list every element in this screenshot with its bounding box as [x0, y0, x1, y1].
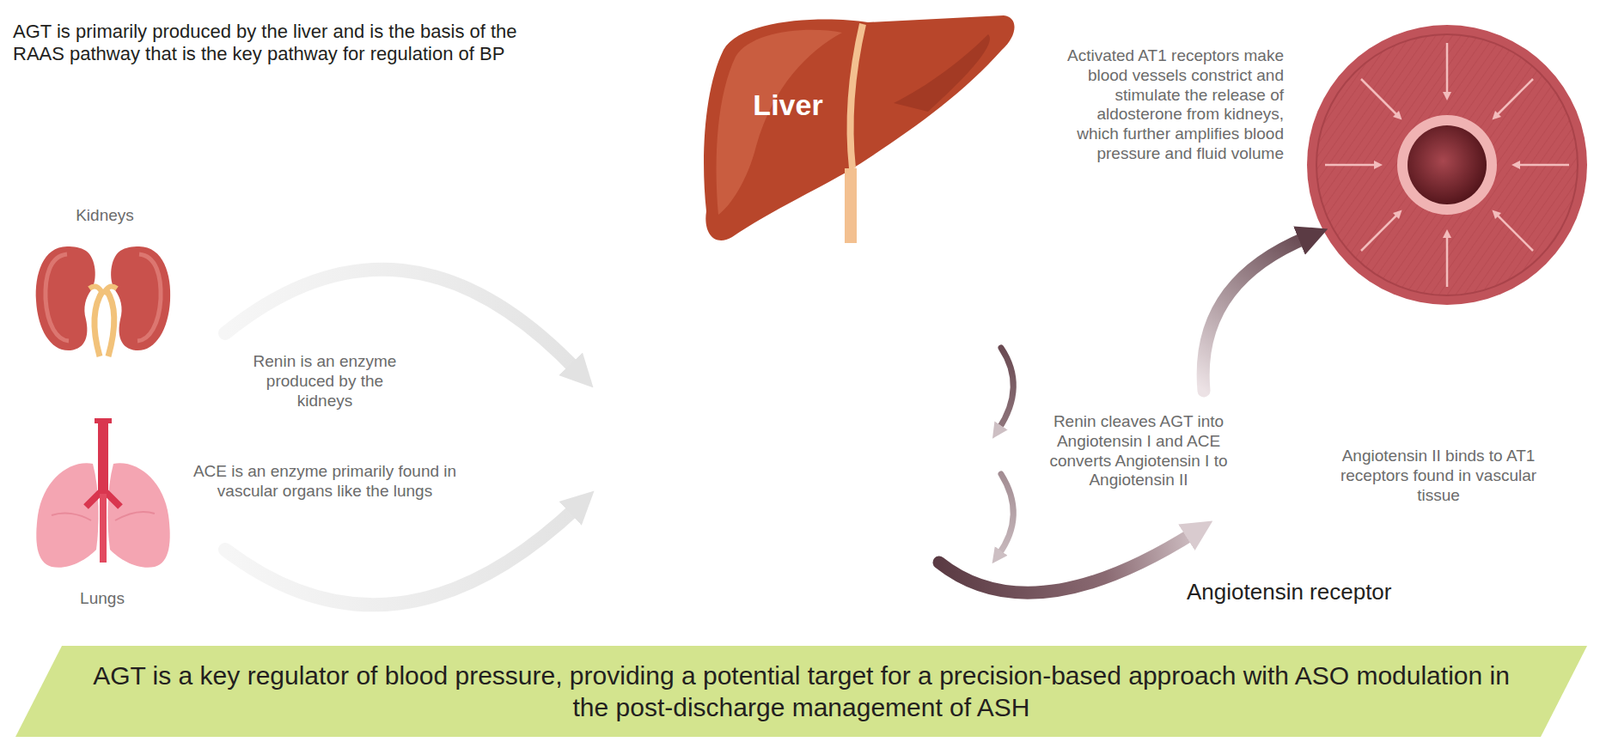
pathway-arrows [939, 237, 1308, 593]
lungs-icon-part [94, 418, 112, 424]
organ-name: Lungs [50, 589, 154, 610]
kidneys-icon-part [106, 290, 115, 357]
kidneys-icon-part [94, 290, 104, 357]
liver-icon-part [893, 34, 990, 112]
kidneys-icon-part [110, 246, 171, 351]
band-shape [15, 646, 1588, 738]
enzyme-note-text: ACE is an enzyme primarily found in vasc… [187, 462, 463, 502]
kidneys-icon-part [103, 287, 117, 294]
vessel-icon-part-part [1515, 164, 1570, 167]
pathway-arrows-part [1203, 237, 1308, 391]
receptor-note: Angiotensin II binds to AT1 receptors fo… [1335, 446, 1542, 506]
vessel-icon-part-part [1325, 164, 1379, 167]
pale-arrows-part [225, 506, 578, 605]
pathway-note: Renin cleaves AGT into Angiotensin I and… [1031, 412, 1246, 491]
organ-name-text: Lungs [50, 589, 154, 610]
lungs-icon-part [107, 463, 170, 568]
band-text: AGT is a key regulator of blood pressure… [15, 659, 1588, 725]
lungs-icon-part [115, 512, 155, 521]
band-shape-fill [15, 646, 1588, 738]
receptor-name-text: Angiotensin receptor [1186, 579, 1445, 606]
vessel-icon-part [1407, 125, 1487, 205]
vessel-icon-part [1397, 115, 1497, 215]
organ-name-text: Kidneys [53, 206, 157, 226]
lungs-icon-part [99, 494, 107, 563]
enzyme-note-text: Renin is an enzyme produced by the kidne… [238, 352, 411, 411]
organ-name: Liver [736, 87, 840, 123]
liver-icon-part [844, 168, 857, 244]
vessel-icon [1306, 24, 1588, 306]
vessel-icon-part-part [1361, 79, 1399, 117]
pathway-arrows-part [998, 474, 1014, 556]
lungs-icon [36, 418, 170, 568]
pathway-arrows-part [939, 532, 1195, 593]
liver-icon-part [716, 30, 843, 215]
vessel-icon-part [1316, 34, 1578, 296]
lungs-icon-part [36, 463, 98, 568]
vessel-icon-part-part [1446, 233, 1449, 288]
organ-name: Kidneys [53, 206, 157, 226]
intro-note-text: AGT is primarily produced by the liver a… [12, 20, 529, 67]
kidneys-icon [36, 246, 171, 357]
kidneys-icon-part [137, 254, 161, 342]
kidneys-icon-part [45, 254, 69, 342]
effect-note: Activated AT1 receptors make blood vesse… [1060, 46, 1284, 165]
enzyme-note: ACE is an enzyme primarily found in vasc… [187, 462, 463, 502]
organ-name-text: Liver [736, 87, 840, 123]
vessel-icon-part-part [1361, 213, 1399, 251]
enzyme-note: Renin is an enzyme produced by the kidne… [238, 352, 411, 411]
vessel-icon-part-part [1495, 213, 1533, 251]
pale-arrows [225, 269, 578, 606]
kidneys-icon-part [36, 246, 96, 351]
intro-note: AGT is primarily produced by the liver a… [12, 20, 529, 67]
kidneys-icon-part [89, 287, 104, 294]
vessel-icon-part [1325, 42, 1570, 288]
pathway-arrows-part [998, 348, 1014, 430]
receptor-name: Angiotensin receptor [1186, 579, 1445, 606]
lungs-icon-part [51, 513, 92, 521]
liver-icon-part [703, 15, 1014, 241]
lungs-icon-part [97, 422, 109, 492]
vessel-icon-part-part [1446, 42, 1449, 97]
liver-icon-part [850, 24, 863, 169]
liver-icon [703, 15, 1014, 244]
vessel-icon-part [1306, 24, 1588, 306]
summary-band: AGT is a key regulator of blood pressure… [15, 646, 1588, 738]
vessel-icon-part [1316, 34, 1578, 296]
receptor-note-text: Angiotensin II binds to AT1 receptors fo… [1335, 446, 1542, 506]
effect-note-text: Activated AT1 receptors make blood vesse… [1060, 46, 1284, 165]
vessel-icon-part-part [1495, 79, 1533, 117]
pathway-note-text: Renin cleaves AGT into Angiotensin I and… [1031, 412, 1246, 491]
